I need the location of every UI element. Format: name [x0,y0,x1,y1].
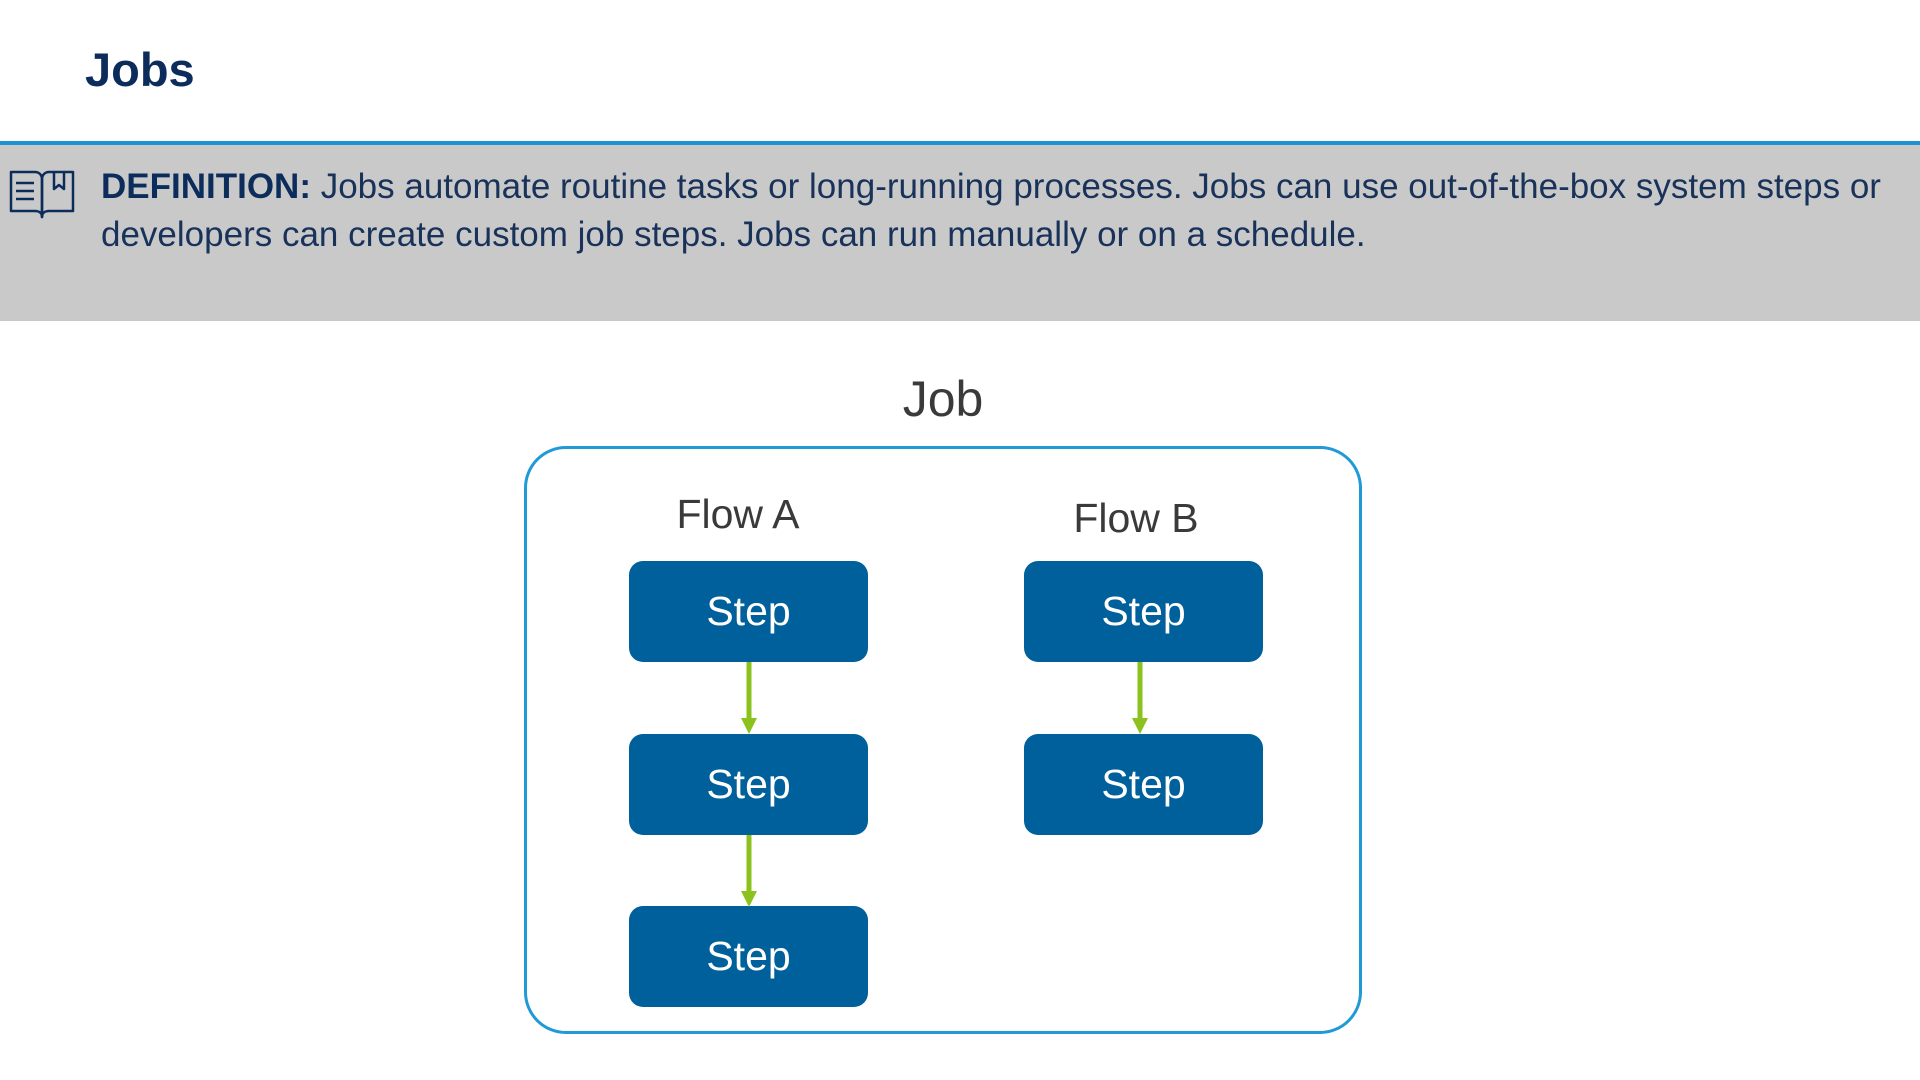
definition-label: DEFINITION: [101,167,311,206]
flow-a-label: Flow A [676,491,800,537]
job-container [524,446,1362,1034]
job-title: Job [902,371,984,427]
definition-text: DEFINITION: Jobs automate routine tasks … [101,163,1901,259]
title-divider [0,141,1920,145]
flow-a-arrow-1 [741,662,757,734]
flow-b-arrow-1 [1132,662,1148,734]
flow-a-step-1: Step [629,561,868,662]
flow-a-arrow-2 [741,835,757,907]
flow-b-step-2: Step [1024,734,1263,835]
definition-banner: DEFINITION: Jobs automate routine tasks … [0,145,1920,321]
flow-a-step-3: Step [629,906,868,1007]
definition-body: Jobs automate routine tasks or long-runn… [101,167,1881,254]
flow-b-step-1: Step [1024,561,1263,662]
page-title: Jobs [85,43,195,96]
book-icon [9,170,75,219]
flow-b-label: Flow B [1073,495,1199,541]
flow-a-step-2: Step [629,734,868,835]
